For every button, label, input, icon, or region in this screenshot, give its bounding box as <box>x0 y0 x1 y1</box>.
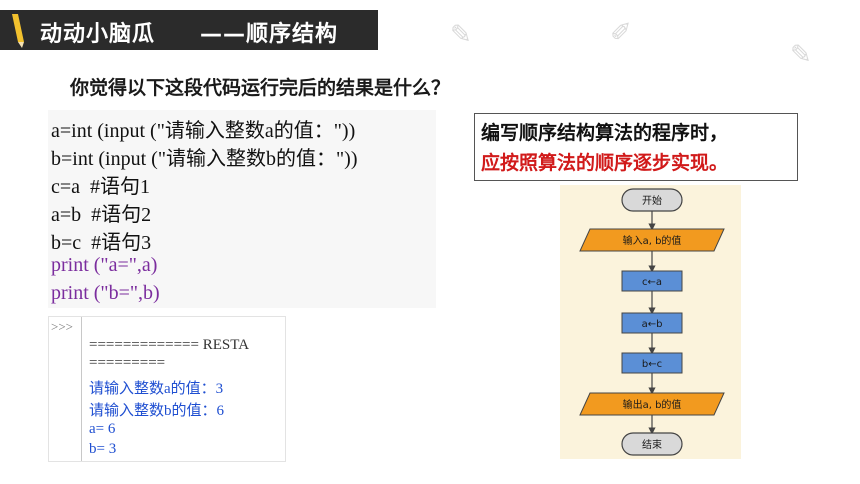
process-label: b←c <box>642 359 662 370</box>
code-line: a=int (input ("请输入整数a的值：")) <box>51 120 356 142</box>
shell-output-line: b= 3 <box>89 441 117 457</box>
code-line: c=a #语句1 <box>51 176 151 198</box>
code-block: a=int (input ("请输入整数a的值：")) b=int (input… <box>48 110 436 308</box>
restart-line: ============= RESTA <box>89 337 250 353</box>
start-node <box>621 188 683 212</box>
title-bar: 动动小脑瓜 ——顺序结构 <box>0 10 378 50</box>
doodle-icon: ✎ <box>450 20 472 50</box>
page-title: 动动小脑瓜 <box>40 22 156 47</box>
shell-gutter <box>49 317 82 461</box>
flowchart: 开始 输入a, b的值 c←a a←b b←c 输出a, b的值 结束 <box>560 185 741 459</box>
page-subtitle: ——顺序结构 <box>200 22 339 47</box>
process-label: c←a <box>642 277 662 288</box>
process-node <box>621 270 683 292</box>
doodle-icon: ✎ <box>790 40 812 70</box>
shell-prompt: >>> <box>51 319 73 334</box>
code-line: print ("a=",a) <box>51 254 158 276</box>
note-line-2: 应按照算法的顺序逐步实现。 <box>481 152 729 174</box>
pencil-icon <box>12 14 24 48</box>
end-node <box>621 432 683 456</box>
note-box: 编写顺序结构算法的程序时， 应按照算法的顺序逐步实现。 <box>474 113 798 181</box>
input-label: 输入a, b的值 <box>623 234 682 247</box>
python-shell-output: >>> ============= RESTA ========= 请输入整数a… <box>48 316 286 462</box>
output-label: 输出a, b的值 <box>623 398 682 411</box>
code-line: b=int (input ("请输入整数b的值：")) <box>51 148 358 170</box>
doodle-icon: ✐ <box>610 18 632 48</box>
shell-output-line: 请输入整数a的值：3 <box>89 381 224 397</box>
process-node <box>621 352 683 374</box>
shell-output-line: 请输入整数b的值：6 <box>89 403 225 419</box>
restart-line: ========= <box>89 355 166 371</box>
question-text: 你觉得以下这段代码运行完后的结果是什么？ <box>70 77 451 99</box>
input-node <box>579 228 725 252</box>
note-line-1: 编写顺序结构算法的程序时， <box>481 122 729 144</box>
code-line: a=b #语句2 <box>51 204 152 226</box>
output-node <box>579 392 725 416</box>
process-node <box>621 312 683 334</box>
start-label: 开始 <box>642 194 662 207</box>
process-label: a←b <box>642 319 663 330</box>
code-line: b=c #语句3 <box>51 232 152 254</box>
flowchart-svg: 开始 输入a, b的值 c←a a←b b←c 输出a, b的值 结束 <box>579 188 725 456</box>
end-label: 结束 <box>642 438 662 451</box>
code-line: print ("b=",b) <box>51 282 160 304</box>
shell-output-line: a= 6 <box>89 421 116 437</box>
